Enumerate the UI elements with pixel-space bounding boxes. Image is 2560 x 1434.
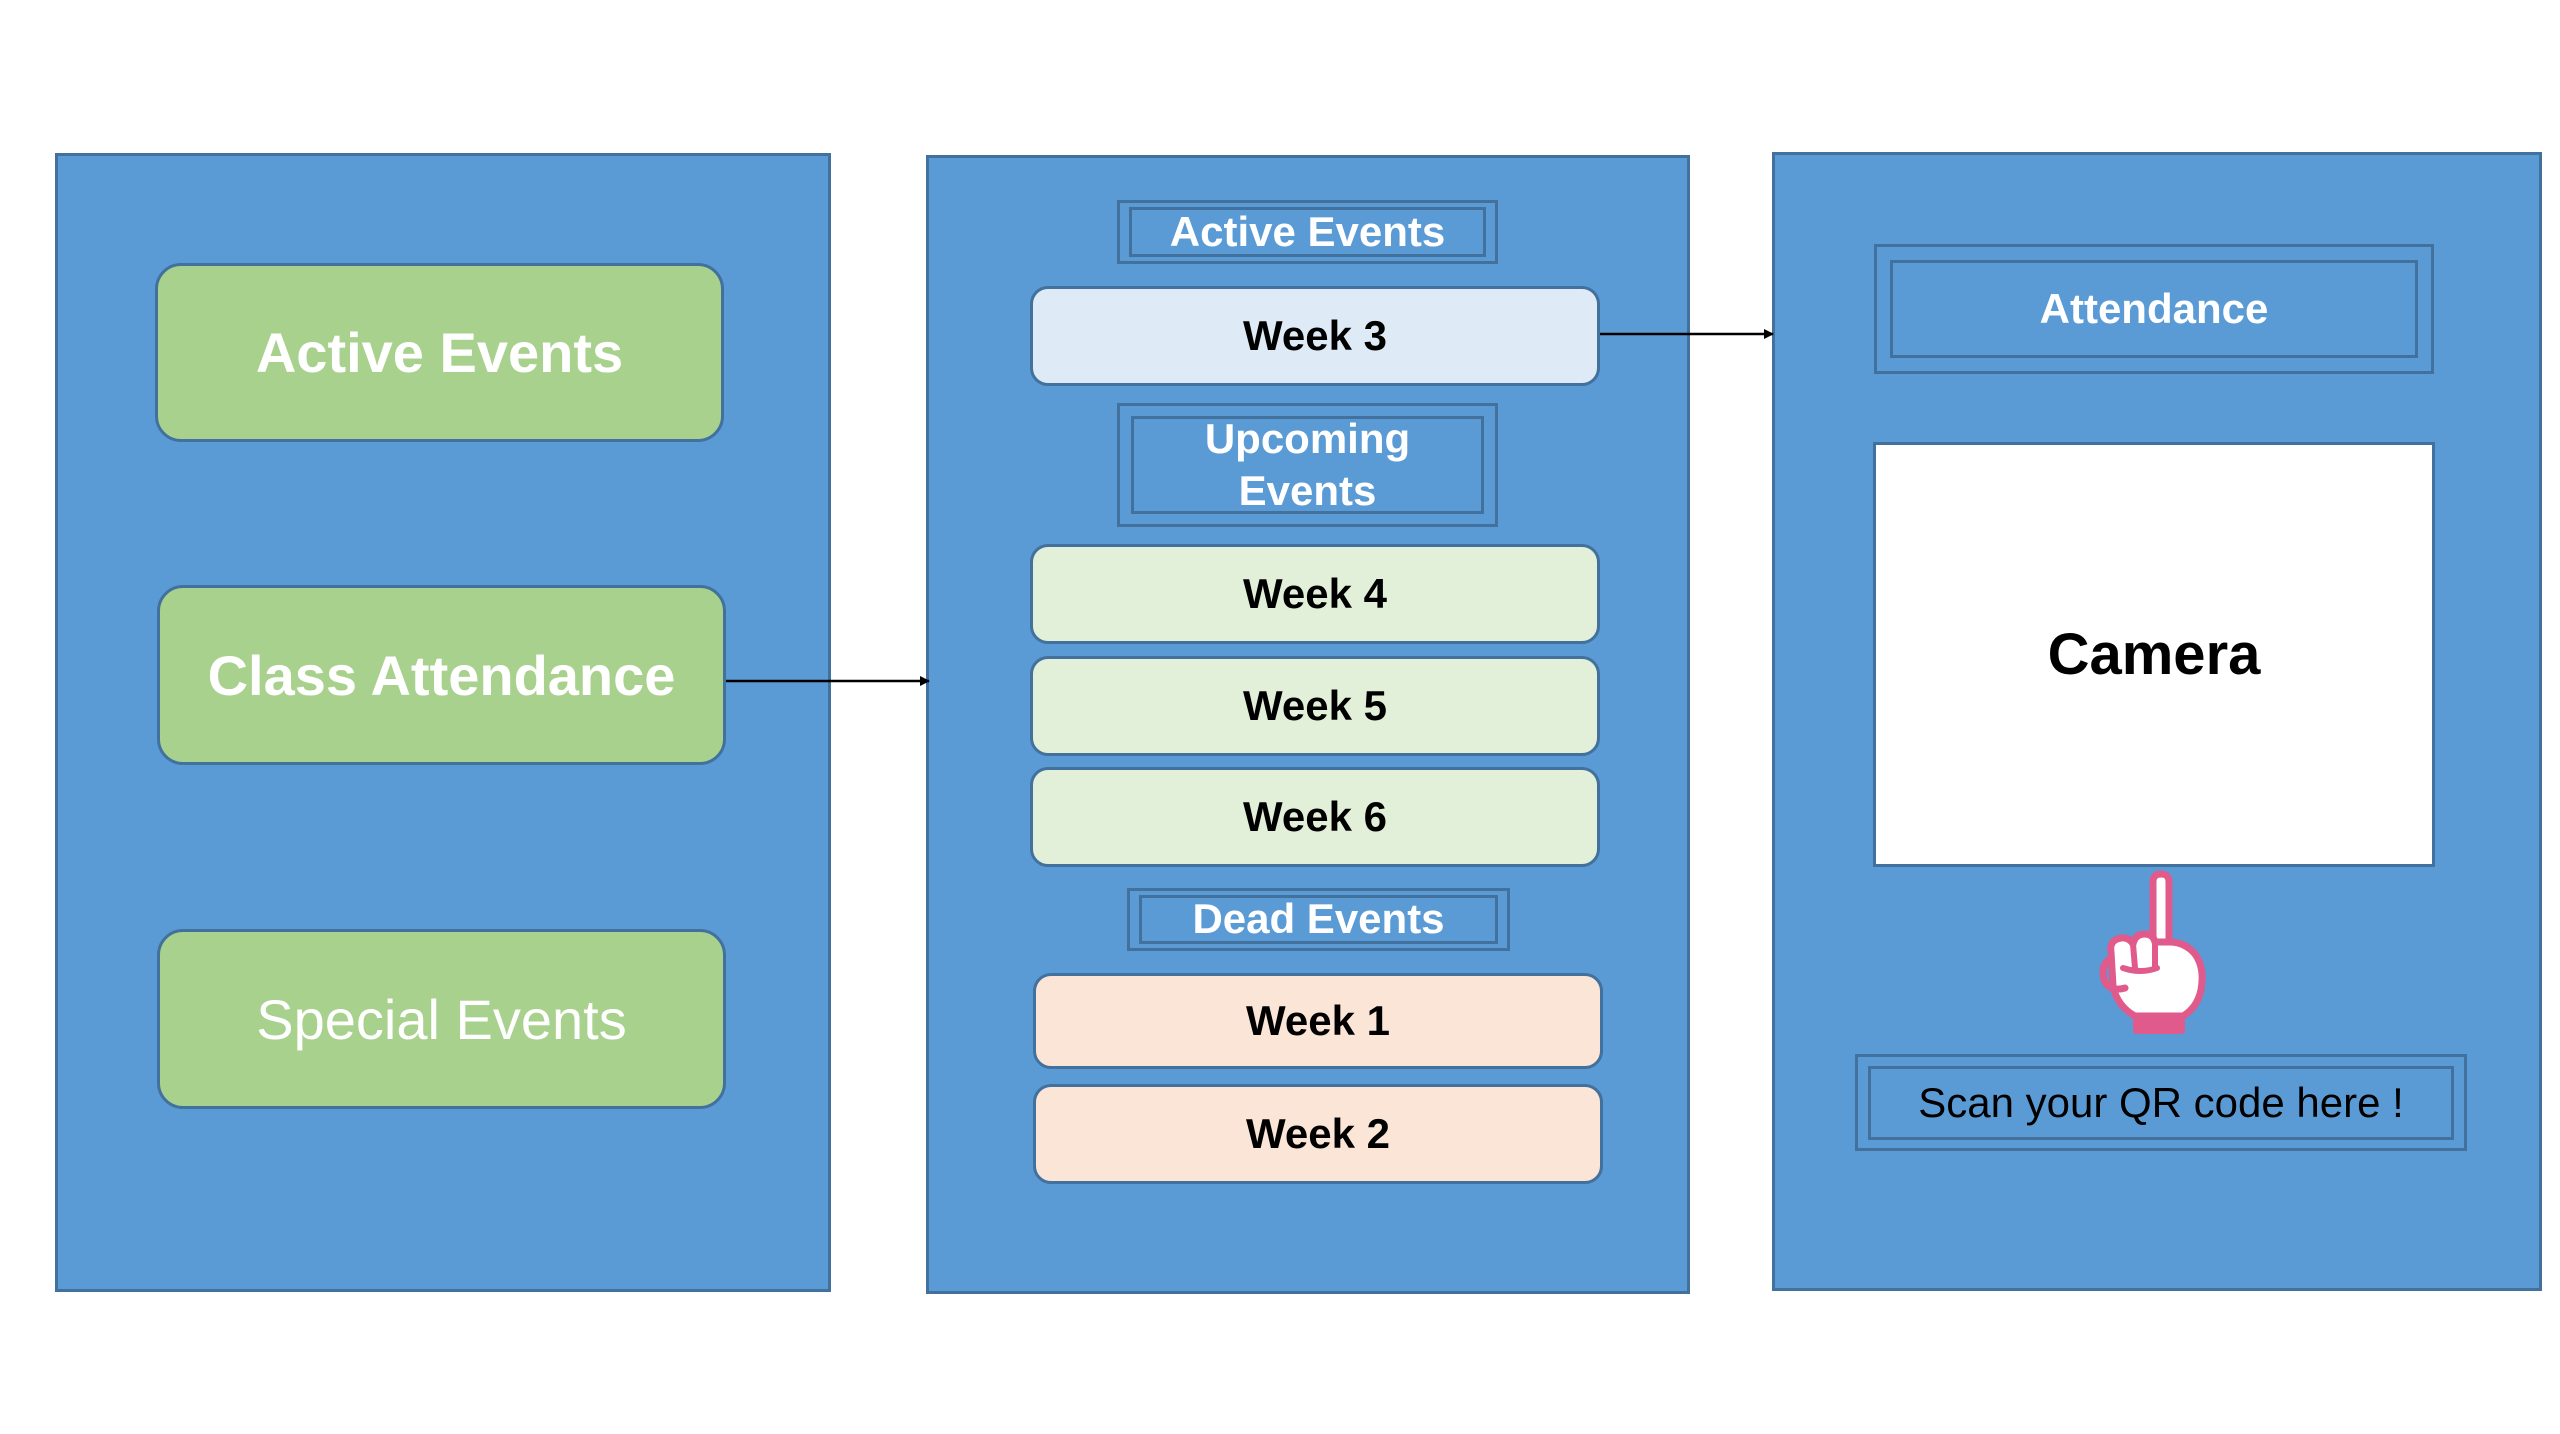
- dead-events-heading-frame: [1127, 888, 1510, 951]
- week-item-dead-1[interactable]: Week 1: [1033, 973, 1603, 1069]
- class-attendance-button[interactable]: Class Attendance: [157, 585, 726, 765]
- special-events-button[interactable]: Special Events: [157, 929, 726, 1109]
- week-item-upcoming-3[interactable]: Week 6: [1030, 767, 1600, 867]
- attendance-heading-frame: [1874, 244, 2434, 374]
- week-item-upcoming-1[interactable]: Week 4: [1030, 544, 1600, 644]
- active-events-heading: Active Events: [1129, 207, 1486, 257]
- upcoming-events-heading-frame: [1117, 403, 1498, 527]
- active-events-heading-frame: [1117, 200, 1498, 264]
- upcoming-events-heading: Upcoming Events: [1131, 415, 1484, 514]
- scan-prompt-frame: [1855, 1054, 2467, 1151]
- attendance-heading: Attendance: [1890, 260, 2418, 358]
- week-item-upcoming-2[interactable]: Week 5: [1030, 656, 1600, 756]
- camera-view[interactable]: Camera: [1873, 442, 2435, 867]
- scan-prompt-text: Scan your QR code here !: [1868, 1066, 2454, 1140]
- week-item-active-1[interactable]: Week 3: [1030, 286, 1600, 386]
- pointing-up-hand-icon: [2095, 870, 2215, 1040]
- dead-events-heading: Dead Events: [1139, 895, 1498, 944]
- active-events-button[interactable]: Active Events: [155, 263, 724, 442]
- week-item-dead-2[interactable]: Week 2: [1033, 1084, 1603, 1184]
